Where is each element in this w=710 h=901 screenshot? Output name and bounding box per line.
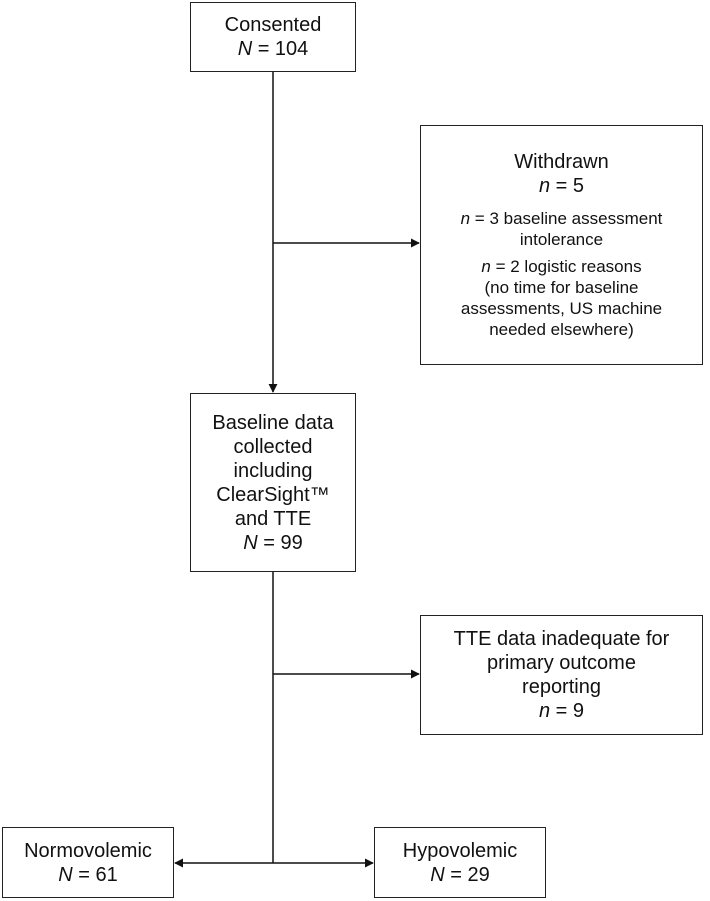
- normovolemic-box: Normovolemic N = 61: [2, 827, 174, 898]
- normovolemic-count: N = 61: [58, 863, 118, 886]
- tte-inadequate-line3: reporting: [522, 676, 601, 698]
- tte-inadequate-box: TTE data inadequate for primary outcome …: [420, 615, 703, 735]
- consented-box: Consented N = 104: [190, 2, 356, 72]
- hypovolemic-label: Hypovolemic: [402, 839, 518, 862]
- withdrawn-box: Withdrawn n = 5 n = 3 baseline assessmen…: [420, 125, 703, 365]
- baseline-line2: collected: [233, 435, 313, 458]
- withdrawn-reason2-line2: (no time for baseline: [484, 278, 639, 297]
- hypovolemic-count: N = 29: [430, 863, 490, 886]
- withdrawn-count: n = 5: [538, 175, 585, 197]
- baseline-count: N = 99: [243, 531, 303, 554]
- baseline-box: Baseline data collected including ClearS…: [190, 393, 356, 572]
- baseline-line5: and TTE: [234, 507, 312, 530]
- baseline-line1: Baseline data: [212, 411, 334, 434]
- withdrawn-title: Withdrawn: [514, 151, 609, 173]
- tte-inadequate-line2: primary outcome: [487, 652, 636, 674]
- consented-count: N = 104: [237, 38, 309, 60]
- withdrawn-reason1-line1: n = 3 baseline assessment: [460, 209, 663, 228]
- withdrawn-reason2-line3: assessments, US machine: [460, 299, 663, 318]
- baseline-line4: ClearSight™: [216, 483, 330, 506]
- normovolemic-label: Normovolemic: [24, 839, 152, 862]
- hypovolemic-box: Hypovolemic N = 29: [374, 827, 546, 898]
- consented-label: Consented: [224, 14, 322, 36]
- withdrawn-reason2-line4: needed elsewhere): [489, 320, 634, 339]
- withdrawn-reason1-line2: intolerance: [519, 230, 604, 249]
- tte-inadequate-count: n = 9: [538, 700, 585, 722]
- tte-inadequate-line1: TTE data inadequate for: [453, 628, 670, 650]
- baseline-line3: including: [233, 459, 313, 482]
- withdrawn-reason2-line1: n = 2 logistic reasons: [481, 257, 642, 276]
